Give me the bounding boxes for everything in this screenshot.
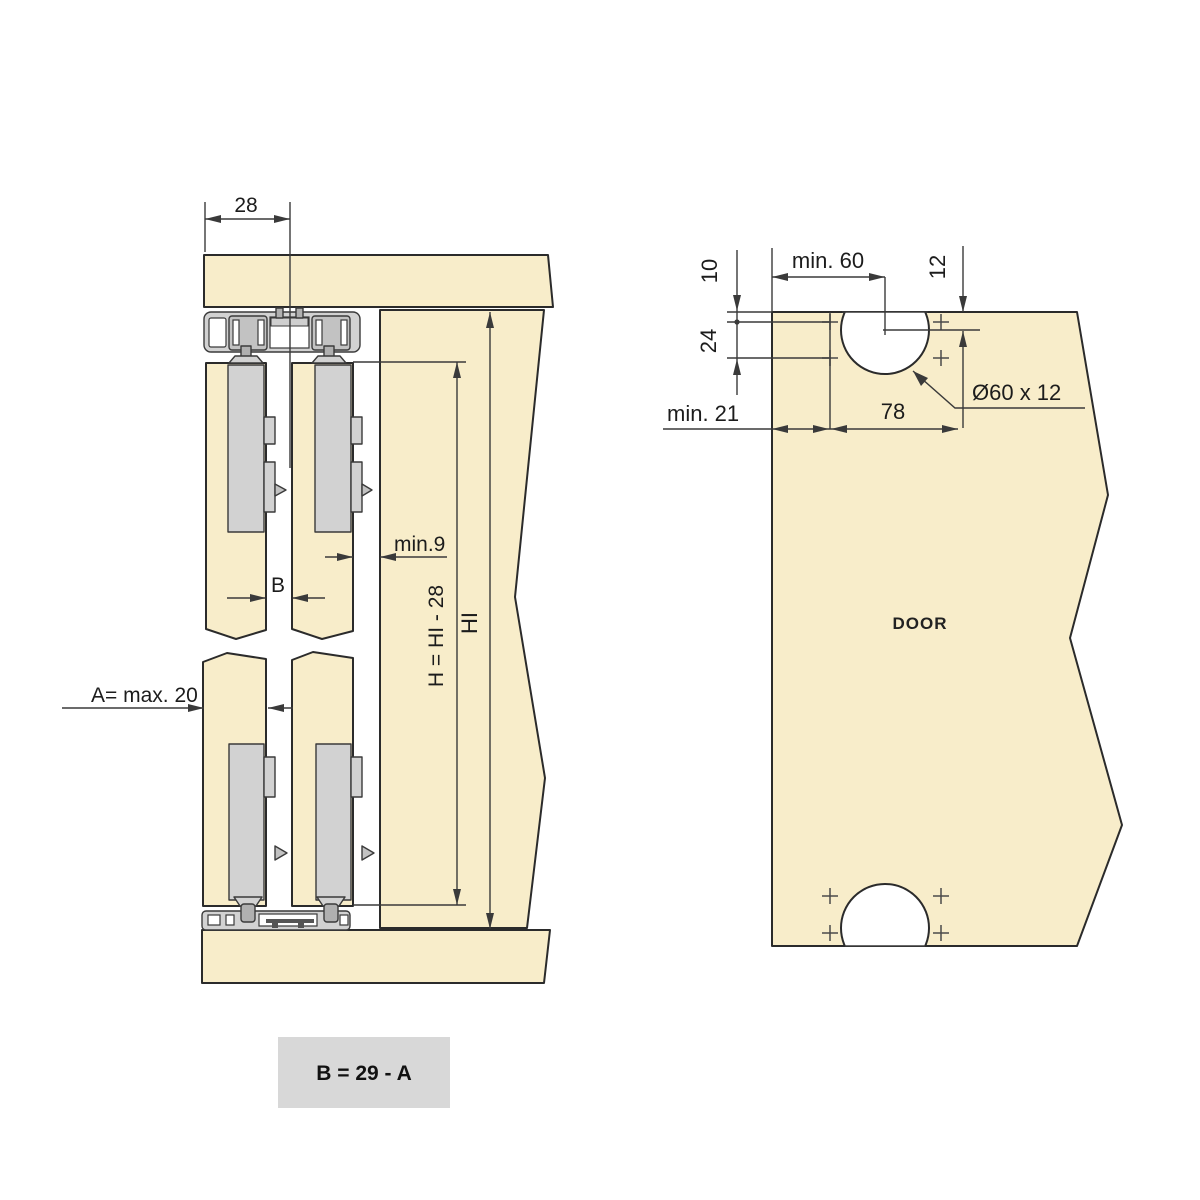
min-edge-top-label: min. 60 (792, 248, 864, 273)
overlap-a-label: A= max. 20 (91, 684, 198, 707)
bottom-rollers (233, 896, 346, 923)
dimension-min21-78: min. 21 78 (663, 399, 958, 433)
side-panel (379, 309, 546, 929)
cross-section-view: 28 HI H = HI - 28 min.9 (62, 194, 554, 984)
spacing-24-label: 24 (696, 329, 721, 353)
hole-spec-label: Ø60 x 12 (972, 380, 1061, 405)
lower-door-fittings (228, 743, 375, 901)
dimension-28: 28 (204, 194, 291, 468)
cross-marks-bottom (822, 888, 949, 941)
depth-12-label: 12 (925, 255, 950, 279)
door-height-label: H = HI - 28 (425, 585, 448, 687)
rail-offset-label: 28 (234, 194, 257, 217)
dimension-10: 10 (697, 259, 741, 325)
upper-door-fittings (227, 364, 373, 533)
hole-spec-callout: Ø60 x 12 (912, 370, 1085, 409)
inner-height-label: HI (457, 612, 482, 634)
door-template-view: DOOR min. 60 10 (663, 246, 1123, 947)
dimension-a: A= max. 20 (62, 684, 293, 712)
bottom-board (201, 929, 551, 984)
hole-pitch-label: 78 (881, 399, 905, 424)
roller-hangers (228, 345, 347, 364)
extension-lines (727, 246, 980, 429)
dimension-min9: min.9 (325, 533, 447, 561)
dimension-hi: HI (457, 312, 494, 929)
dimension-min60: min. 60 (772, 248, 885, 281)
door-label: DOOR (893, 614, 948, 633)
gap-b-label: B (271, 574, 285, 597)
bottom-routed-hole (840, 883, 930, 946)
min-edge-side-label: min. 21 (667, 401, 739, 426)
bottom-rail-profile (201, 910, 351, 931)
door-panel (771, 311, 1123, 947)
dimension-24: 24 (696, 329, 741, 375)
formula-box: B = 29 - A (278, 1037, 450, 1108)
min-gap-label: min.9 (394, 533, 445, 556)
top-board (203, 254, 554, 308)
top-rail-profile (203, 307, 361, 353)
dimension-b: B (227, 574, 325, 602)
offset-10-label: 10 (697, 259, 722, 283)
dimension-h: H = HI - 28 (353, 361, 466, 906)
dimension-12: 12 (925, 255, 967, 347)
formula-text: B = 29 - A (316, 1062, 412, 1085)
